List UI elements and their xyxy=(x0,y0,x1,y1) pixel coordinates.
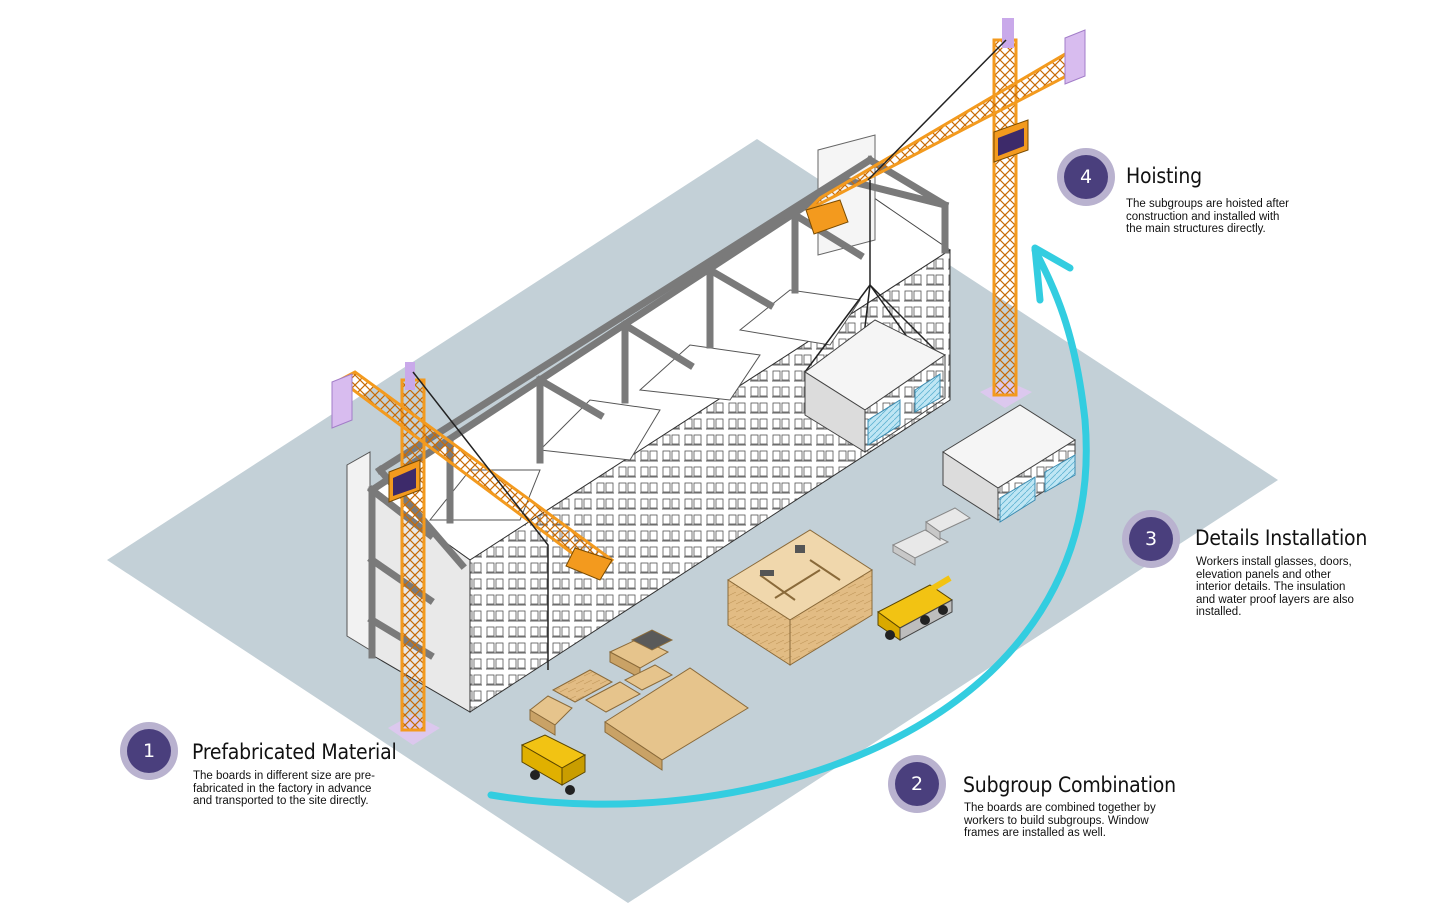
concrete-slabs xyxy=(891,507,972,566)
step-3-number: 3 xyxy=(1129,517,1173,561)
material-stacks xyxy=(529,629,749,771)
step-2-badge: 2 xyxy=(888,755,946,813)
step-1-title: Prefabricated Material xyxy=(192,740,397,764)
step-1-description: The boards in different size are pre- fa… xyxy=(193,770,375,807)
step-3-title: Details Installation xyxy=(1195,526,1368,550)
step-4-title: Hoisting xyxy=(1126,164,1202,188)
step-3-badge: 3 xyxy=(1122,510,1180,568)
step-2-description: The boards are combined together by work… xyxy=(964,802,1156,839)
hoisted-module xyxy=(804,319,946,453)
step-4-badge: 4 xyxy=(1057,148,1115,206)
step-2-number: 2 xyxy=(895,762,939,806)
step-1-number: 1 xyxy=(127,729,171,773)
step-2-title: Subgroup Combination xyxy=(963,773,1176,797)
step-4-number: 4 xyxy=(1064,155,1108,199)
wooden-house-subgroup xyxy=(727,529,873,666)
ground-module xyxy=(942,404,1076,523)
step-4-description: The subgroups are hoisted after construc… xyxy=(1126,198,1290,235)
tower-crane-left xyxy=(331,362,615,745)
step-1-badge: 1 xyxy=(120,722,178,780)
arrow-head xyxy=(1031,244,1074,304)
mobile-crane-truck xyxy=(877,575,953,641)
curved-arrow-icon xyxy=(487,246,1090,808)
tower-crane-right xyxy=(804,18,1086,411)
step-3-description: Workers install glasses, doors, elevatio… xyxy=(1196,556,1354,618)
dump-truck xyxy=(520,734,587,795)
